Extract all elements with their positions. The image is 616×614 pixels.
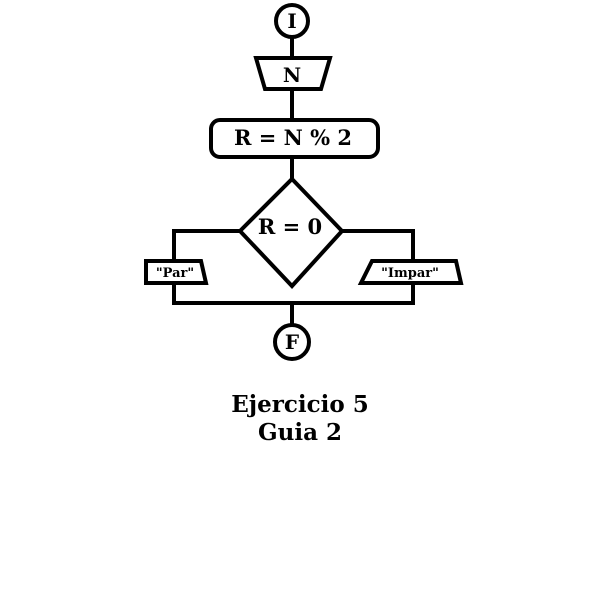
start-terminal-label: I (287, 9, 296, 33)
caption-title: Ejercicio 5 (231, 391, 369, 418)
start-terminal-shape (274, 3, 310, 39)
output-left-shape (144, 259, 209, 285)
process-label: R = N % 2 (234, 125, 352, 150)
decision-shape (237, 176, 345, 289)
output-right-label: "Impar" (381, 266, 439, 281)
output-left-label: "Par" (156, 266, 194, 281)
output-right-shape (357, 259, 464, 285)
process-shape (209, 118, 380, 159)
input-label: N (283, 63, 301, 87)
end-terminal-shape (273, 323, 311, 361)
connector-right-output-to-merge (290, 282, 415, 305)
decision-label: R = 0 (258, 214, 322, 239)
connector-decision-to-right-output (340, 229, 415, 262)
connector-decision-to-left-output (172, 229, 242, 262)
connector-left-output-to-merge (172, 282, 294, 305)
end-terminal-label: F (285, 330, 299, 354)
caption-subtitle: Guia 2 (257, 419, 342, 446)
input-shape (253, 56, 333, 91)
